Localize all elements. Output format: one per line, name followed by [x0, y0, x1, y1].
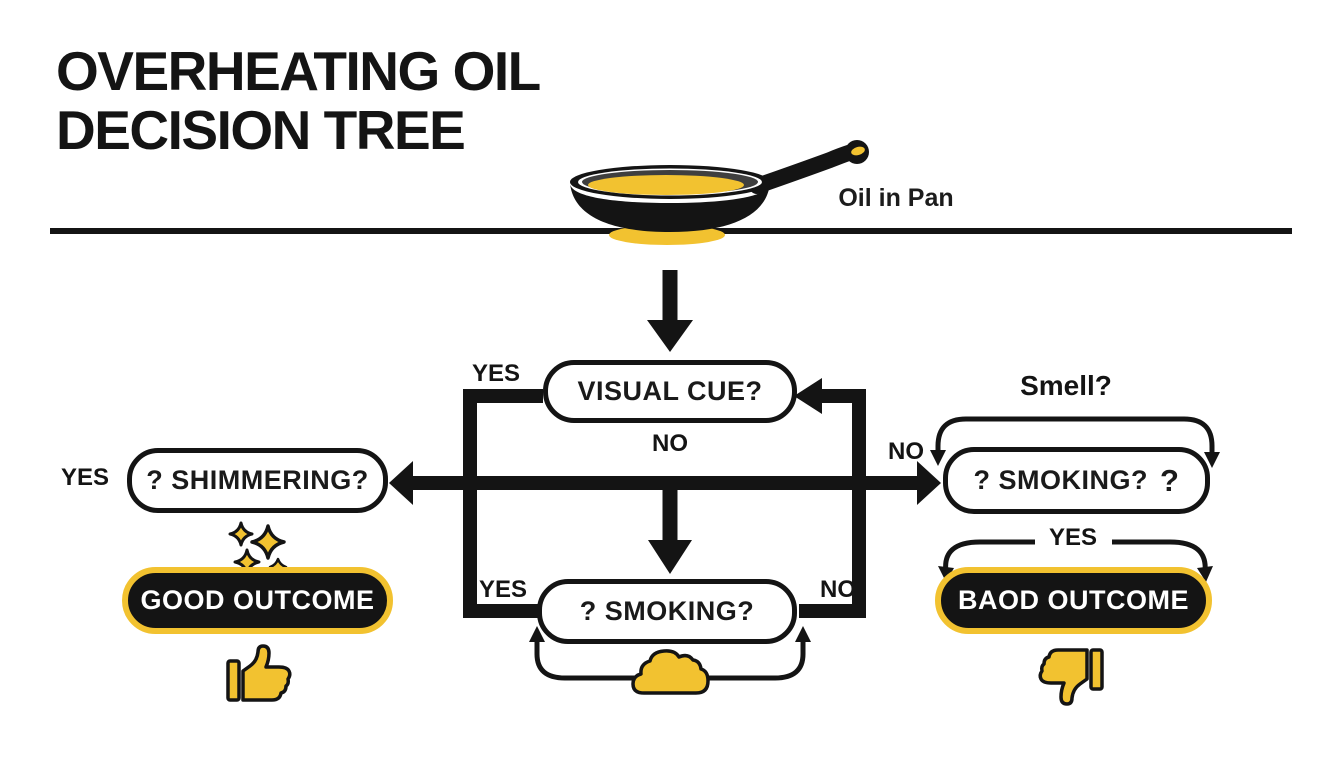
smoking-right-question-mark: ?: [1160, 462, 1180, 498]
smell-bracket-connector: [930, 416, 1220, 468]
visual-cue-label: VISUAL CUE?: [577, 376, 763, 406]
smell-question-label: Smell?: [1020, 370, 1112, 401]
oil-in-pan-label: Oil in Pan: [838, 184, 954, 212]
page-title-line-2: DECISION TREE: [56, 99, 466, 161]
edge-loop-back-connector: [794, 378, 866, 618]
page-title: OVERHEATING OIL DECISION TREE: [56, 40, 541, 161]
frying-pan-icon: [570, 140, 869, 232]
edge-label-visual-yes: YES: [471, 360, 521, 387]
edge-label-smoking-right-no: NO: [888, 438, 924, 465]
edge-label-shimmering-yes: YES: [60, 464, 110, 491]
good-outcome-label: GOOD OUTCOME: [140, 585, 375, 615]
thumbs-up-icon: [226, 644, 292, 702]
shimmering-label: ? SHIMMERING?: [146, 465, 369, 495]
smoking-right-label: ? SMOKING?: [973, 465, 1149, 495]
edge-label-smoking-center-yes: YES: [478, 576, 528, 603]
smoking-right-node: ? SMOKING? ?: [943, 447, 1210, 514]
page-title-line-1: OVERHEATING OIL: [56, 40, 541, 102]
visual-cue-node: VISUAL CUE?: [543, 360, 797, 423]
bad-outcome-label: BAOD OUTCOME: [958, 585, 1189, 615]
edge-label-smoking-center-no: NO: [820, 576, 856, 603]
shimmering-node: ? SHIMMERING?: [127, 448, 388, 513]
bad-outcome-pill: BAOD OUTCOME: [935, 567, 1212, 634]
edge-label-smoking-right-yes: YES: [1048, 524, 1098, 551]
edge-label-visual-no: NO: [652, 430, 688, 457]
smoking-center-node: ? SMOKING?: [537, 579, 797, 644]
edge-visual-yes-connector: [463, 389, 543, 618]
arrow-to-visual-cue: [647, 270, 693, 352]
thumbs-down-icon: [1038, 648, 1104, 706]
good-outcome-pill: GOOD OUTCOME: [122, 567, 393, 634]
smoke-cloud-icon: [631, 649, 710, 695]
smoking-center-label: ? SMOKING?: [579, 596, 755, 626]
arrow-to-center-smoking: [648, 483, 692, 574]
